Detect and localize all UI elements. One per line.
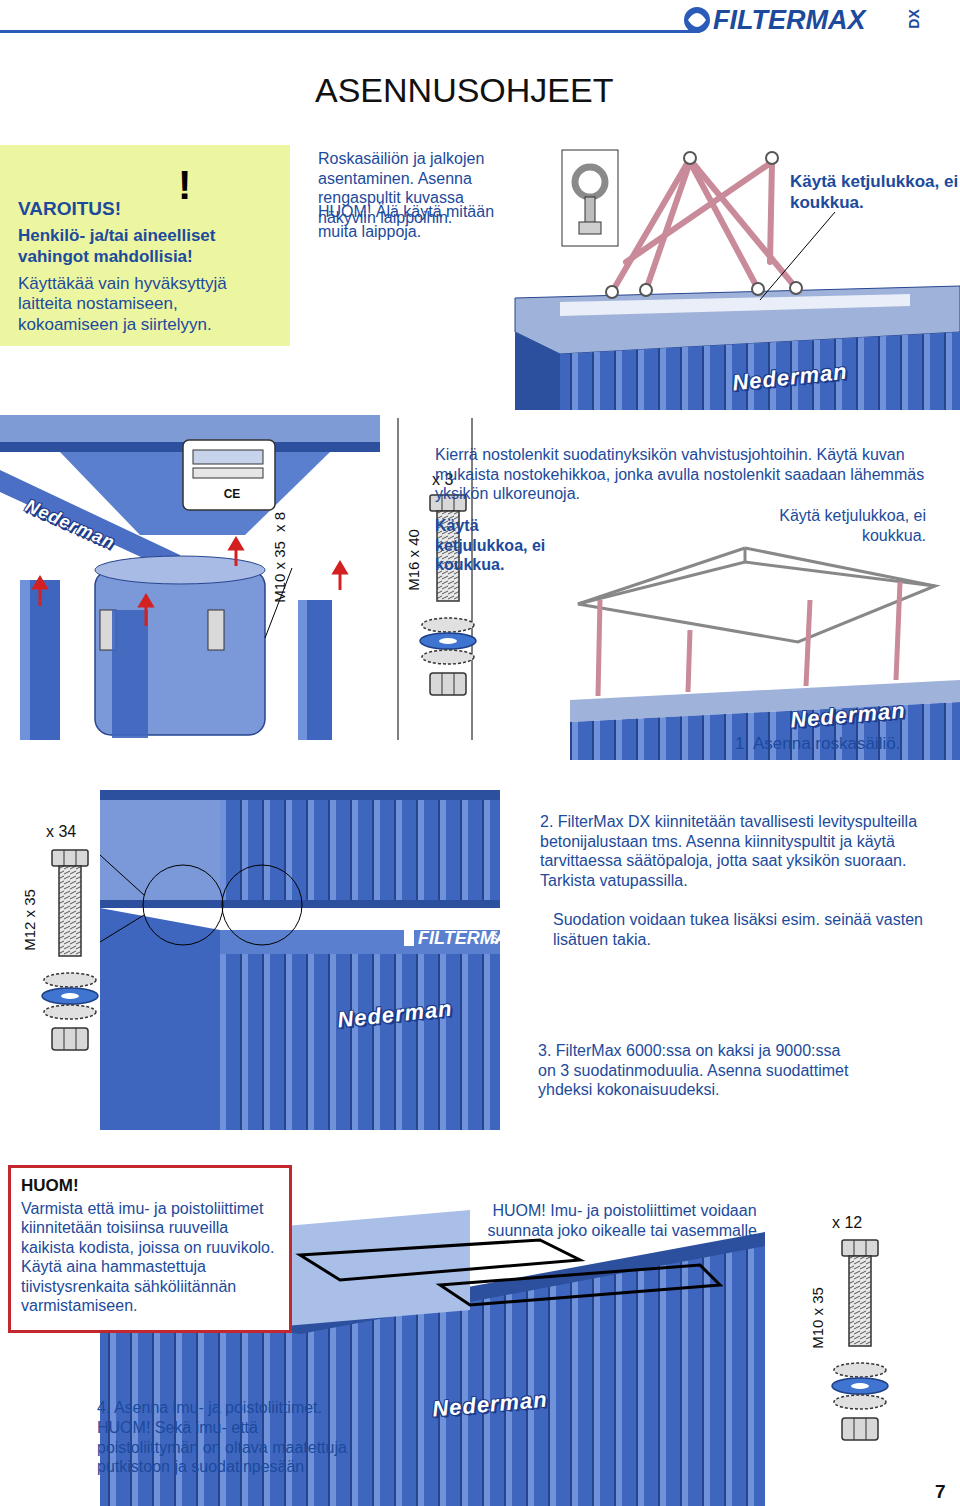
note-text: Varmista että imu- ja poistoliittimet ki… <box>21 1199 279 1316</box>
step-heading: 1. Asenna roskasäiliö. <box>735 734 900 755</box>
logo-text: DX <box>489 931 500 944</box>
note-text: Käytä ketjulukkoa, ei koukkua. <box>435 516 575 575</box>
note-text: HUOM! Sekä imu- että poistoliittymän on … <box>97 1418 352 1477</box>
logo-text: DX <box>906 9 923 28</box>
note-text: HUOM! Älä käytä mitään muita laippoja. <box>318 202 523 241</box>
warning-symbol: ! <box>178 161 191 210</box>
note-text: Käytä ketjulukkoa, ei koukkua. <box>790 172 960 213</box>
bolt-size: M12 x 35 <box>21 889 39 951</box>
warning-text: Käyttäkää vain hyväksyttyjä laitteita no… <box>18 274 272 336</box>
instruction-text: Suodation voidaan tukea lisäksi esim. se… <box>553 910 943 949</box>
instruction-text: Kierrä nostolenkit suodatinyksikön vahvi… <box>435 445 955 504</box>
bolt-size: M10 x 35 <box>271 541 289 603</box>
warning-heading: VAROITUS! <box>18 197 272 220</box>
bolt-size: M10 x 35 <box>809 1287 827 1349</box>
bolt-size: M16 x 40 <box>405 529 423 591</box>
note-text: Käytä ketjulukkoa, ei koukkua. <box>776 506 926 545</box>
note-box: HUOM!Varmista että imu- ja poistoliittim… <box>8 1165 292 1333</box>
page-title: ASENNUSOHJEET <box>315 70 614 111</box>
instruction-text: 2. FilterMax DX kiinnitetään tavallisest… <box>540 812 940 890</box>
ce-mark: CE <box>224 487 241 502</box>
note-text: HUOM! Imu- ja poistoliittimet voidaan su… <box>472 1201 777 1240</box>
quantity: x 8 <box>271 512 289 532</box>
logo-text: FILTERMAX <box>418 928 520 950</box>
warning-box: VAROITUS!! Henkilö- ja/tai aineelliset va… <box>0 145 290 346</box>
quantity: x 12 <box>832 1213 862 1233</box>
step-heading: 4. Asenna imu- ja poistoliittimet. <box>97 1398 352 1418</box>
note-heading: HUOM! <box>21 1176 279 1197</box>
page-number: 7 <box>935 1480 946 1503</box>
warning-text: Henkilö- ja/tai aineelliset vahingot mah… <box>18 226 272 267</box>
instruction-text: 3. FilterMax 6000:ssa on kaksi ja 9000:s… <box>538 1041 858 1100</box>
quantity: x 34 <box>46 822 76 842</box>
logo-text: FILTERMAX <box>713 4 865 37</box>
